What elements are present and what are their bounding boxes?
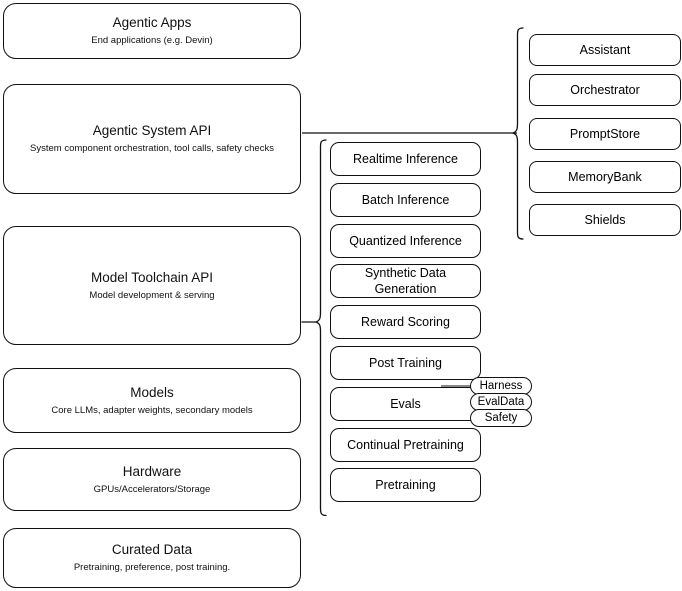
layer-title: Model Toolchain API [90, 269, 214, 285]
layer-subtitle: Core LLMs, adapter weights, secondary mo… [51, 404, 253, 416]
component-label: MemoryBank [568, 170, 642, 184]
layer-model-toolchain-api[interactable]: Model Toolchain API Model development & … [3, 226, 301, 345]
capability-reward-scoring[interactable]: Reward Scoring [330, 305, 481, 339]
layer-title: Agentic System API [92, 123, 212, 138]
layer-title: Hardware [122, 463, 182, 479]
capability-quantized-inference[interactable]: Quantized Inference [330, 224, 481, 258]
layer-subtitle: Pretraining, preference, post training. [73, 562, 231, 573]
eval-subcomponent-safety[interactable]: Safety [470, 409, 532, 427]
layer-hardware[interactable]: Hardware GPUs/Accelerators/Storage [3, 448, 301, 511]
layer-agentic-apps[interactable]: Agentic Apps End applications (e.g. Devi… [3, 3, 301, 59]
capability-realtime-inference[interactable]: Realtime Inference [330, 142, 481, 176]
layer-curated-data[interactable]: Curated Data Pretraining, preference, po… [3, 528, 301, 588]
layer-title: Agentic Apps [112, 15, 192, 30]
component-label: Shields [584, 213, 626, 227]
eval-subcomponent-harness[interactable]: Harness [470, 377, 532, 395]
layer-subtitle: End applications (e.g. Devin) [91, 35, 213, 46]
capability-label: Continual Pretraining [347, 438, 464, 452]
capability-evals[interactable]: Evals [330, 387, 481, 421]
capability-pretraining[interactable]: Pretraining [330, 468, 481, 502]
capability-label: Synthetic Data Generation [364, 266, 447, 296]
layer-title: Curated Data [111, 542, 193, 557]
component-shields[interactable]: Shields [529, 204, 681, 236]
layer-agentic-system-api[interactable]: Agentic System API System component orch… [3, 84, 301, 194]
layer-models[interactable]: Models Core LLMs, adapter weights, secon… [3, 368, 301, 433]
eval-subcomponent-label: EvalData [477, 396, 525, 408]
layer-subtitle: Model development & serving [89, 289, 215, 301]
capability-label: Quantized Inference [349, 234, 462, 248]
capability-post-training[interactable]: Post Training [330, 346, 481, 380]
layer-title: Models [130, 384, 174, 400]
component-assistant[interactable]: Assistant [529, 34, 681, 66]
component-label: PromptStore [569, 127, 641, 141]
eval-subcomponent-label: Safety [484, 412, 518, 424]
capability-label: Reward Scoring [361, 315, 450, 329]
eval-subcomponent-eval-data[interactable]: EvalData [470, 393, 532, 411]
capability-label: Batch Inference [361, 193, 450, 207]
capability-label: Pretraining [375, 478, 436, 492]
component-memory-bank[interactable]: MemoryBank [529, 161, 681, 193]
layer-subtitle: System component orchestration, tool cal… [30, 143, 274, 154]
component-label: Orchestrator [570, 83, 640, 97]
component-label: Assistant [579, 43, 631, 57]
component-orchestrator[interactable]: Orchestrator [529, 74, 681, 106]
capability-synthetic-data-generation[interactable]: Synthetic Data Generation [330, 264, 481, 298]
layer-subtitle: GPUs/Accelerators/Storage [93, 483, 211, 495]
capability-label: Evals [390, 397, 421, 411]
brace-toolchain-capabilities [301, 139, 327, 517]
component-prompt-store[interactable]: PromptStore [529, 118, 681, 150]
capability-continual-pretraining[interactable]: Continual Pretraining [330, 428, 481, 462]
eval-subcomponent-label: Harness [479, 380, 523, 392]
brace-system-components [511, 27, 524, 240]
capability-label: Post Training [369, 356, 442, 370]
capability-label: Realtime Inference [353, 152, 458, 166]
capability-batch-inference[interactable]: Batch Inference [330, 183, 481, 217]
